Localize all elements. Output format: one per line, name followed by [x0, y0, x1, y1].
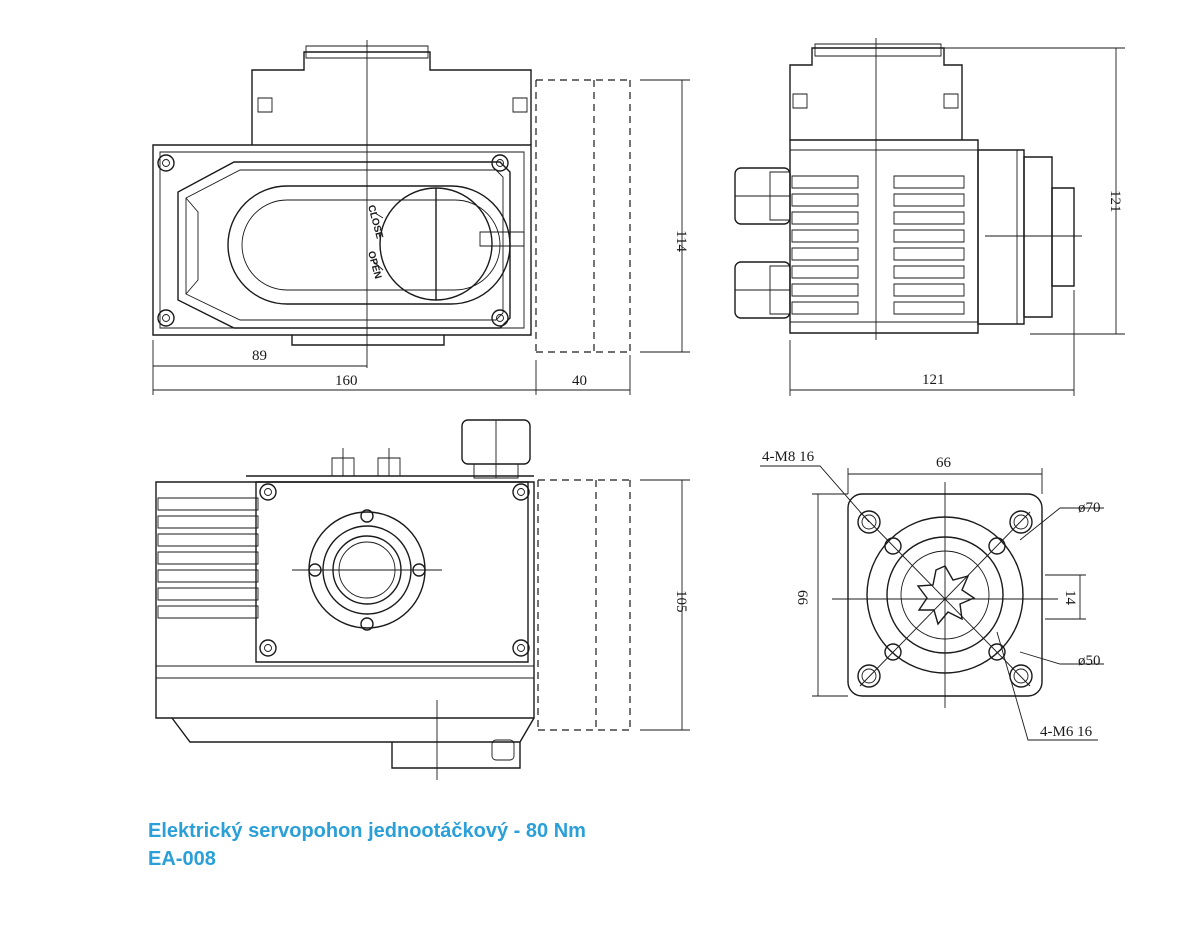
dim-side-height: 121: [1107, 190, 1123, 213]
label-bolt-m8: 4-M8 16: [762, 449, 815, 465]
bottom-view: [156, 420, 690, 780]
label-circle-70: ø70: [1078, 500, 1101, 516]
front-view: [153, 40, 690, 395]
label-bolt-m6: 4-M6 16: [1040, 724, 1093, 740]
label-close: CLOSE: [365, 204, 385, 240]
dim-front-width: 160: [335, 373, 358, 389]
caption-title: Elektrický servopohon jednootáčkový - 80…: [148, 820, 586, 842]
dim-flange-height: 66: [794, 590, 810, 606]
dim-bottom-height: 105: [673, 590, 689, 613]
label-circle-50: ø50: [1078, 653, 1101, 669]
caption-model: EA-008: [148, 848, 216, 870]
side-view: [735, 38, 1125, 396]
dim-front-height: 114: [673, 230, 689, 252]
flange-view: [760, 466, 1104, 740]
dim-front-extension: 40: [572, 373, 587, 389]
dim-shaft-square: 14: [1062, 590, 1078, 606]
dim-flange-width: 66: [936, 455, 952, 471]
dim-front-width-partial: 89: [252, 348, 267, 364]
dim-side-width: 121: [922, 372, 945, 388]
